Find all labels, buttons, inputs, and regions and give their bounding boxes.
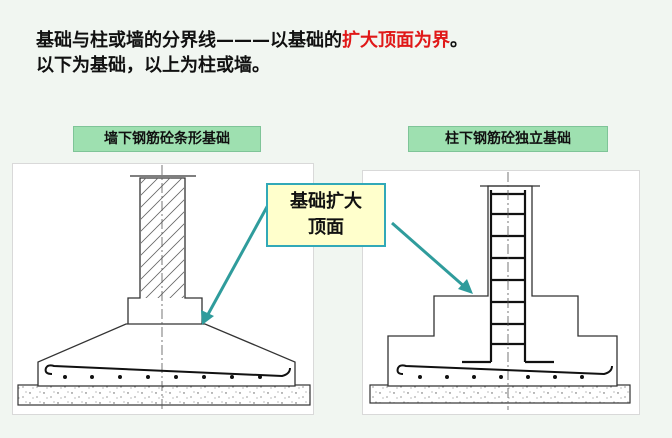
right-rebar (396, 364, 613, 376)
heading-line-1-text: 基础与柱或墙的分界线———以基础的 (36, 30, 342, 51)
left-rebar (44, 364, 291, 378)
page-heading: 基础与柱或墙的分界线———以基础的扩大顶面为界。 以下为基础，以上为柱或墙。 (36, 28, 666, 78)
strip-foundation-drawing (17, 165, 311, 412)
right-cushion-layer (369, 384, 631, 404)
callout-line-2: 顶面 (308, 217, 344, 238)
strip-foundation-title: 墙下钢筋砼条形基础 (73, 126, 261, 152)
left-rebar-dots (63, 375, 262, 379)
isolated-foundation-drawing (369, 172, 631, 410)
heading-line-2: 以下为基础，以上为柱或墙。 (36, 55, 270, 76)
isolated-foundation-title: 柱下钢筋砼独立基础 (408, 126, 608, 152)
left-footing (37, 323, 296, 387)
callout-enlarged-top-surface: 基础扩大 顶面 (266, 183, 386, 247)
heading-line-1-end: 。 (450, 30, 468, 51)
right-stepped-footing (387, 185, 618, 387)
arrow-head-right (458, 279, 473, 294)
arrow-head-left (201, 310, 214, 325)
arrow-to-isolated-top (391, 221, 467, 290)
left-cushion-layer (17, 384, 311, 406)
callout-arrows (201, 204, 473, 325)
right-rebar-dots (418, 375, 584, 379)
right-column-rebar-cage (462, 190, 554, 364)
heading-line-1: 基础与柱或墙的分界线———以基础的扩大顶面为界。 (36, 28, 666, 53)
arrow-to-strip-top (204, 204, 270, 319)
left-wall-hatching (141, 178, 184, 298)
heading-highlight: 扩大顶面为界 (342, 30, 450, 51)
callout-line-1: 基础扩大 (290, 191, 362, 212)
